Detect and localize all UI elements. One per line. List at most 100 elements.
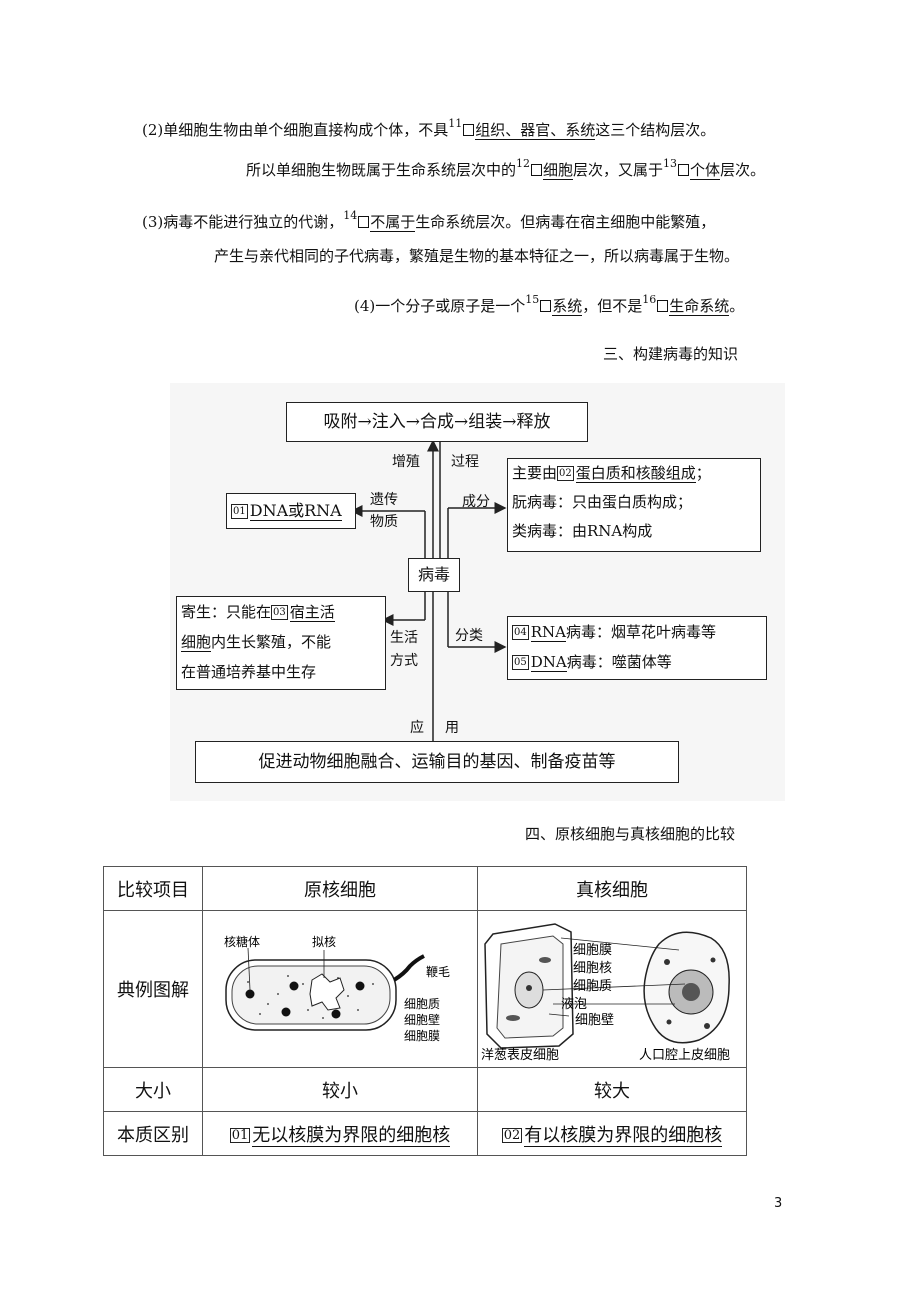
header-prokaryote: 原核细胞	[202, 866, 478, 911]
label-flagellum: 鞭毛	[426, 965, 450, 979]
life-text: 内生长繁殖，不能	[211, 633, 332, 651]
para4-text: (4)一个分子或原子是一个	[354, 297, 526, 315]
label-mode: 方式	[390, 653, 418, 669]
answer-text: 系统	[552, 297, 583, 316]
answer-text: RNA	[530, 623, 566, 642]
blank-number: 16	[642, 293, 657, 306]
label-nucleoid: 拟核	[312, 935, 336, 949]
label-apply: 应	[410, 720, 424, 736]
label-material: 物质	[370, 514, 398, 530]
blank-box-icon	[540, 300, 552, 312]
answer-text: 细胞	[543, 161, 574, 180]
cell-value: 较小	[202, 1067, 478, 1112]
para2-line1: (2)单细胞生物由单个细胞直接构成个体，不具11 组织、器官、系统这三个结构层次。	[142, 117, 716, 142]
label-euk-vacuole: 液泡	[561, 997, 587, 1012]
para4-text: ，但不是	[582, 297, 643, 315]
cell-value: 较大	[477, 1067, 747, 1112]
answer-text: 宿主活	[289, 603, 335, 622]
caption-cheek-cell: 人口腔上皮细胞	[639, 1048, 730, 1063]
header-item: 比较项目	[103, 866, 203, 911]
comp-viroid: 类病毒：由RNA构成	[512, 522, 653, 540]
para3-text: (3)病毒不能进行独立的代谢，	[142, 213, 344, 231]
label-cell-wall: 细胞壁	[404, 1012, 440, 1027]
prokaryote-cell-illustration: 核糖体 拟核 鞭毛 细胞质 细胞壁 细胞膜	[224, 934, 450, 1043]
caption-onion-cell: 洋葱表皮细胞	[481, 1048, 559, 1063]
answer-text: 蛋白质和核酸组成	[575, 464, 696, 483]
answer-text: 有以核膜为界限的细胞核	[524, 1124, 723, 1147]
blank-number: 04	[512, 625, 529, 640]
table-row-diagram: 典例图解 核糖体 拟核	[103, 910, 747, 1068]
blank-number: 02	[557, 466, 574, 481]
blank-number: 12	[516, 157, 531, 170]
label-euk-cytoplasm: 细胞质	[573, 979, 612, 994]
replication-steps-box: 吸附→注入→合成→组装→释放	[286, 402, 588, 442]
section-heading-3: 三、构建病毒的知识	[603, 345, 739, 363]
prokaryote-diagram-cell: 核糖体 拟核 鞭毛 细胞质 细胞壁 细胞膜	[202, 910, 478, 1068]
answer-text: 细胞	[181, 633, 212, 652]
eukaryote-diagram-cell: 细胞膜 细胞核 细胞质 液泡 细胞壁 洋葱表皮细胞 人口腔上皮细胞	[477, 910, 747, 1068]
para2-text: 所以单细胞生物既属于生命系统层次中的	[246, 161, 517, 179]
comp-text: 主要由	[512, 464, 558, 482]
application-box: 促进动物细胞融合、运输目的基因、制备疫苗等	[195, 741, 679, 783]
answer-text: DNA或RNA	[249, 501, 342, 521]
label-components: 成分	[462, 494, 490, 510]
para2-text: (2)单细胞生物由单个细胞直接构成个体，不具	[142, 121, 449, 139]
answer-text: DNA	[530, 653, 567, 672]
label-proliferation: 增殖	[392, 454, 420, 470]
blank-box-icon	[358, 216, 370, 228]
answer-text: 组织、器官、系统	[475, 121, 596, 140]
section-heading-4: 四、原核细胞与真核细胞的比较	[525, 825, 736, 843]
comp-text: ；	[695, 464, 711, 482]
para2-text: 这三个结构层次。	[595, 121, 716, 139]
label-process: 过程	[451, 454, 479, 470]
label-use: 用	[445, 720, 459, 736]
answer-text: 无以核膜为界限的细胞核	[252, 1124, 451, 1147]
header-eukaryote: 真核细胞	[477, 866, 747, 911]
class-text: 病毒：烟草花叶病毒等	[566, 623, 717, 641]
replication-steps: 吸附→注入→合成→组装→释放	[323, 412, 551, 432]
label-euk-nucleus: 细胞核	[573, 961, 612, 976]
row-label: 本质区别	[103, 1111, 203, 1156]
answer-text: 个体	[690, 161, 721, 180]
blank-box-icon	[678, 164, 690, 176]
comparison-table: 比较项目 原核细胞 真核细胞 典例图解	[103, 866, 747, 1156]
eukaryote-cell-illustration: 细胞膜 细胞核 细胞质 液泡 细胞壁 洋葱表皮细胞 人口腔上皮细胞	[481, 923, 730, 1063]
row-label: 大小	[103, 1067, 203, 1112]
table-row-size: 大小 较小 较大	[103, 1067, 747, 1112]
answer-text: 不属于	[370, 213, 416, 232]
virus-center-box: 病毒	[408, 558, 460, 592]
blank-number: 02	[501, 1127, 523, 1143]
life-text: 寄生：只能在	[181, 603, 272, 621]
label-euk-wall: 细胞壁	[575, 1013, 614, 1028]
comp-prion: 朊病毒：只由蛋白质构成；	[512, 493, 693, 511]
life-text: 在普通培养基中生存	[181, 663, 317, 681]
label-genetic: 遗传	[370, 492, 398, 508]
blank-number: 11	[448, 117, 463, 130]
label-life: 生活	[390, 630, 418, 646]
label-cytoplasm: 细胞质	[404, 997, 440, 1011]
blank-number: 14	[343, 209, 358, 222]
label-cell-membrane: 细胞膜	[404, 1029, 440, 1043]
page-number: 3	[774, 1196, 783, 1211]
row-label: 典例图解	[103, 910, 203, 1068]
label-classification: 分类	[455, 628, 483, 644]
diagram-connectors	[350, 439, 507, 741]
blank-box-icon	[463, 124, 475, 136]
blank-number: 03	[271, 605, 288, 620]
label-euk-membrane: 细胞膜	[573, 943, 612, 958]
blank-number: 01	[229, 1127, 251, 1143]
blank-box-icon	[531, 164, 543, 176]
para2-text: 层次，又属于	[573, 161, 664, 179]
para4-text: 。	[729, 297, 745, 315]
label-ribosome: 核糖体	[224, 934, 260, 949]
